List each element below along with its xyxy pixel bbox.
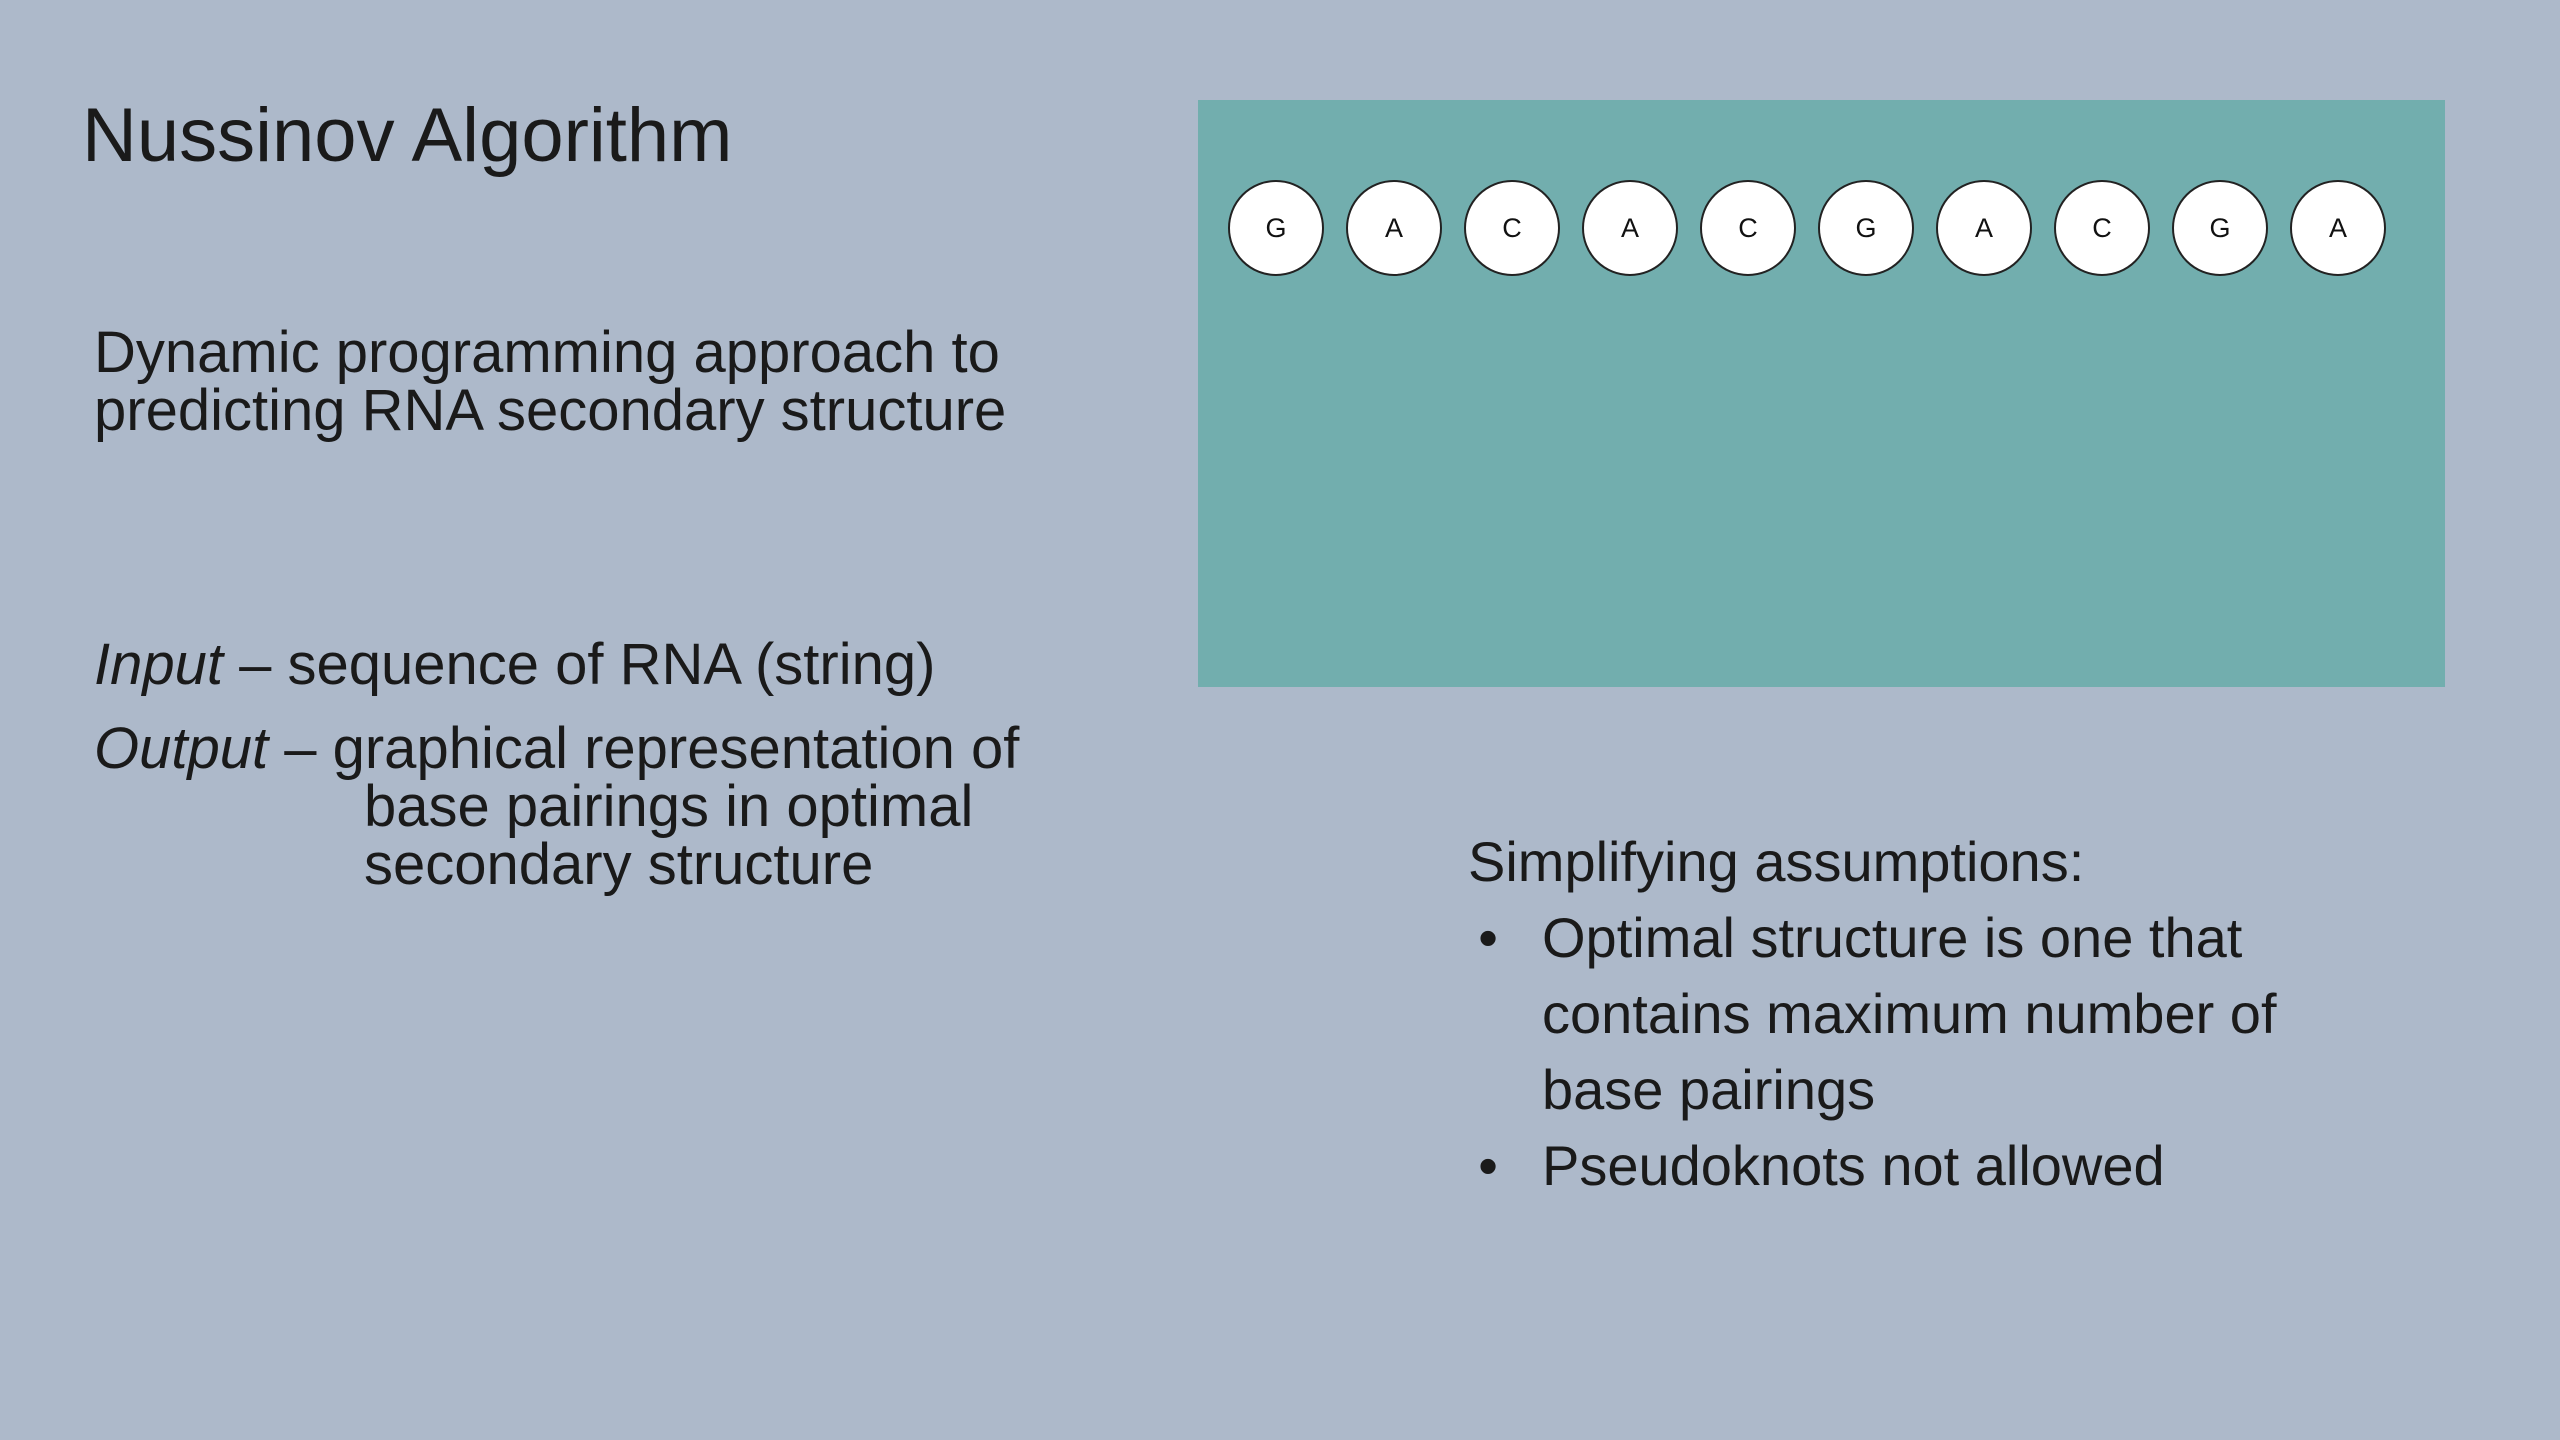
- output-term: Output: [94, 716, 269, 781]
- nucleotide-row: G A C A C G A C G A: [1228, 180, 2386, 276]
- input-row: Input – sequence of RNA (string): [94, 636, 1194, 694]
- intro-line-1: Dynamic programming approach to: [94, 320, 1000, 385]
- nucleotide-8: C: [2054, 180, 2150, 276]
- slide-title: Nussinov Algorithm: [82, 93, 733, 178]
- nucleotide-2: A: [1346, 180, 1442, 276]
- assumptions-heading: Simplifying assumptions:: [1468, 830, 2085, 893]
- nucleotide-9: G: [2172, 180, 2268, 276]
- assumption-2-line-1: Pseudoknots not allowed: [1542, 1134, 2165, 1197]
- input-output-description: Input – sequence of RNA (string) Output …: [94, 636, 1194, 894]
- nucleotide-4: A: [1582, 180, 1678, 276]
- nucleotide-1: G: [1228, 180, 1324, 276]
- assumption-1-line-2: contains maximum number of: [1542, 982, 2277, 1045]
- input-term: Input: [94, 632, 223, 697]
- nucleotide-5: C: [1700, 180, 1796, 276]
- intro-text: Dynamic programming approach to predicti…: [94, 324, 1154, 440]
- assumption-list: • Optimal structure is one that contains…: [1468, 900, 2468, 1204]
- nucleotide-6: G: [1818, 180, 1914, 276]
- assumption-1-line-3: base pairings: [1542, 1058, 1876, 1121]
- assumption-item: • Pseudoknots not allowed: [1468, 1128, 2468, 1204]
- nucleotide-3: C: [1464, 180, 1560, 276]
- output-description-line-3: secondary structure: [364, 832, 874, 897]
- nucleotide-10: A: [2290, 180, 2386, 276]
- output-description: – graphical representation of: [268, 716, 1020, 781]
- output-description-line-2: base pairings in optimal: [364, 774, 974, 839]
- simplifying-assumptions: Simplifying assumptions: • Optimal struc…: [1468, 824, 2468, 1204]
- bullet-icon: •: [1478, 1134, 1498, 1197]
- intro-line-2: predicting RNA secondary structure: [94, 378, 1007, 443]
- assumption-item: • Optimal structure is one that contains…: [1468, 900, 2468, 1128]
- assumption-1-line-1: Optimal structure is one that: [1542, 906, 2243, 969]
- output-row: Output – graphical representation of bas…: [94, 720, 1194, 894]
- nucleotide-7: A: [1936, 180, 2032, 276]
- bullet-icon: •: [1478, 906, 1498, 969]
- rna-sequence-diagram: G A C A C G A C G A: [1198, 100, 2445, 687]
- input-description: – sequence of RNA (string): [223, 632, 936, 697]
